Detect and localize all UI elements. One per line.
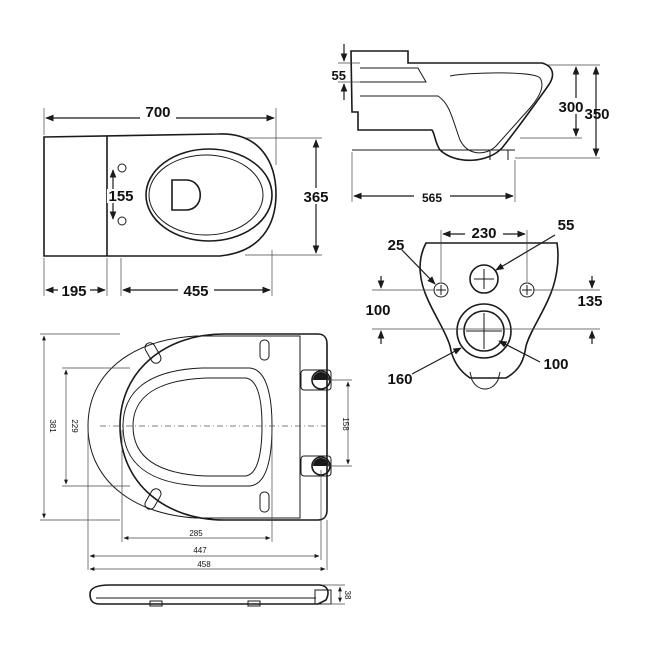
- side-flush-height-label: 55: [332, 68, 346, 83]
- top-view-bowl-inner: [148, 154, 264, 236]
- waste-outlet-inner: [463, 310, 505, 352]
- top-view-outline: [43, 133, 277, 257]
- seat-slot-bottom: [259, 491, 270, 513]
- rear-fixing-hole-label: 25: [388, 237, 405, 254]
- fixing-hole-bottom: [117, 216, 127, 226]
- rear-view: 230 55 25 100 135 160 100: [365, 217, 603, 390]
- side-height-label: 300: [558, 99, 583, 116]
- top-view: 700 365 155 195 455: [43, 103, 334, 300]
- seat-height-label: 381: [48, 419, 57, 433]
- seat-side-view: 38: [89, 584, 352, 607]
- side-view: 55 300 350 565: [332, 44, 610, 205]
- side-projection-label: 565: [422, 191, 442, 205]
- seat-hinge-spacing-label: 158: [341, 417, 350, 431]
- rear-outlet-outer-label: 160: [387, 371, 412, 388]
- top-left-offset-label: 195: [61, 283, 86, 300]
- seat-thickness-label: 38: [343, 591, 352, 600]
- waste-outlet-outer: [456, 303, 512, 359]
- rear-foot: [469, 371, 501, 390]
- drain-outlet: [171, 179, 201, 211]
- rear-view-outline: [419, 242, 559, 379]
- seat-profile: [89, 584, 329, 605]
- seat-view: 381 229 158 285 447 458: [40, 333, 352, 571]
- seat-bumper-top: [144, 342, 162, 364]
- fixing-hole-top: [117, 163, 127, 173]
- rear-fixing-label: 230: [471, 225, 496, 242]
- rear-outlet-inner-label: 100: [543, 356, 568, 373]
- rear-fixing-height-label: 100: [365, 302, 390, 319]
- seat-overall-width-label: 458: [197, 560, 211, 569]
- water-inlet: [469, 264, 499, 294]
- top-fixing-label: 155: [108, 188, 133, 205]
- top-depth-label: 365: [303, 189, 328, 206]
- seat-bumper-bottom: [144, 488, 162, 510]
- top-bowl-length-label: 455: [183, 283, 208, 300]
- seat-mid-width-label: 447: [193, 546, 207, 555]
- seat-slot-top: [259, 339, 270, 361]
- rear-inlet-label: 55: [558, 217, 575, 234]
- flush-channel: [360, 67, 427, 83]
- seat-inner-width-label: 285: [189, 529, 203, 538]
- seat-outline: [119, 333, 328, 521]
- seat-inner-height-label: 229: [70, 419, 79, 433]
- top-view-bowl: [145, 148, 273, 242]
- bowl-profile: [360, 72, 543, 154]
- side-view-outline: [350, 50, 554, 162]
- rear-outlet-height-label: 135: [577, 293, 602, 310]
- top-width-label: 700: [145, 104, 170, 121]
- side-overall-height-label: 350: [584, 106, 609, 123]
